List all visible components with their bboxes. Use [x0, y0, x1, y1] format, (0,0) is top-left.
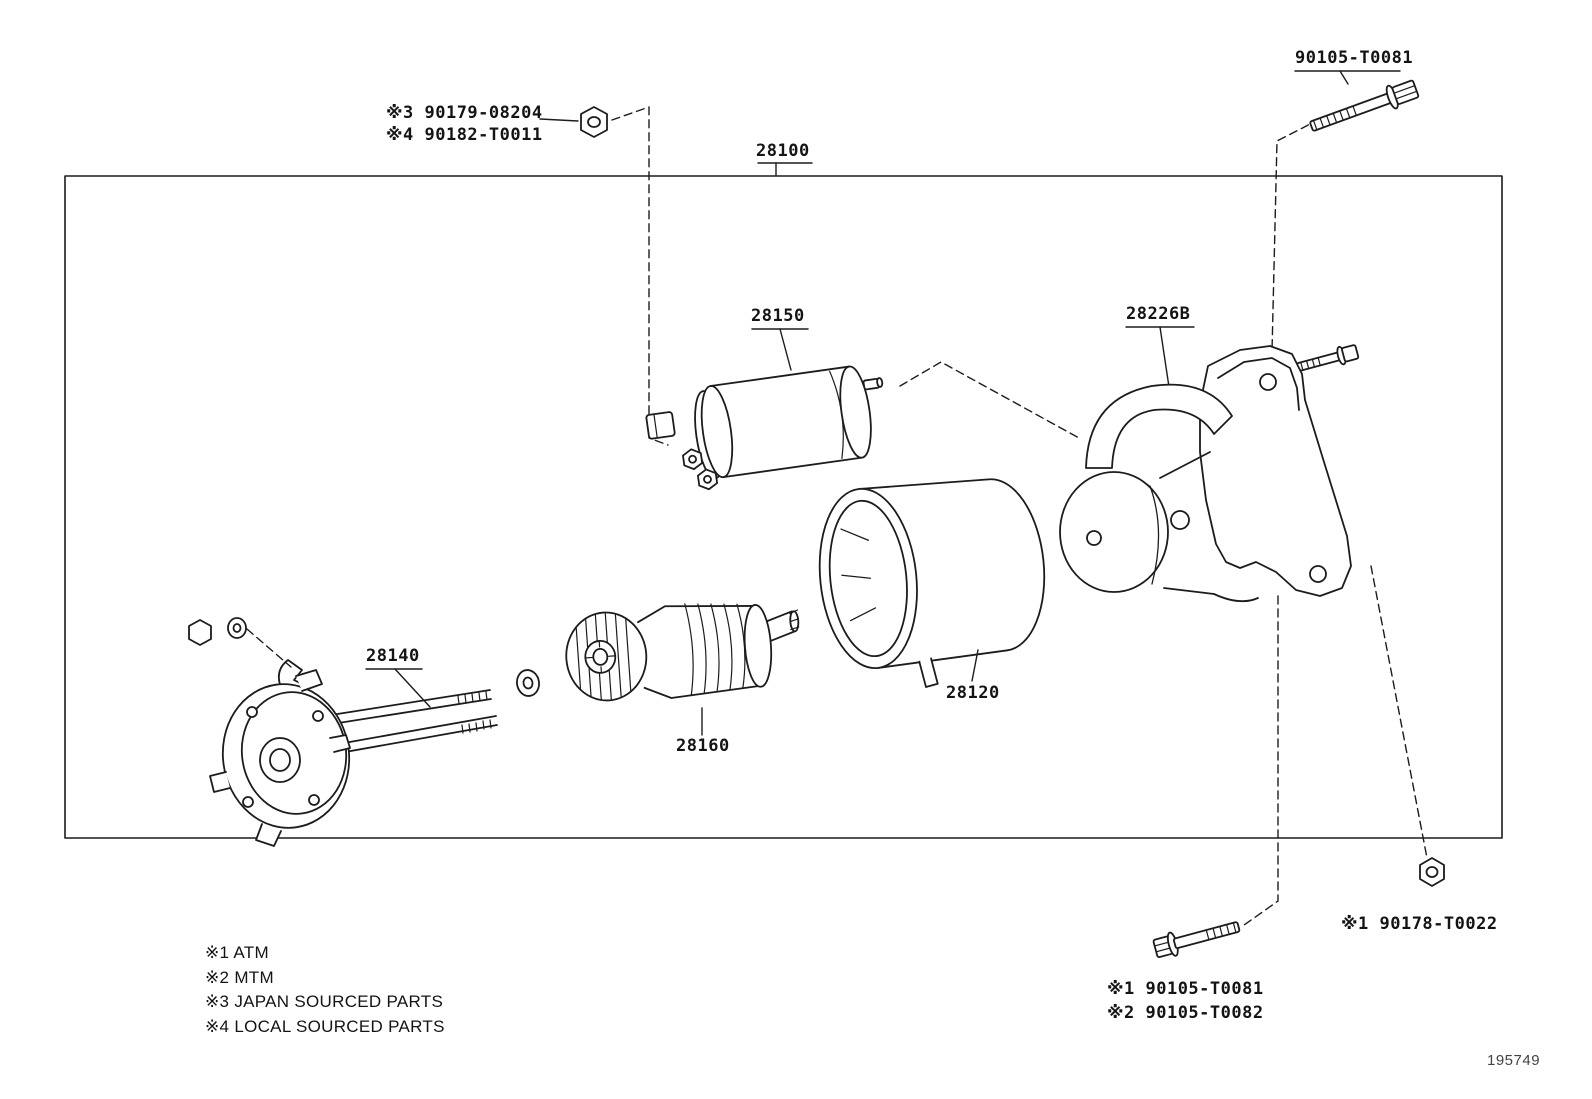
nut-washer-drawing — [188, 617, 247, 646]
label-through-bolt-28140: 28140 — [366, 646, 420, 666]
clutch-drawing — [565, 603, 800, 702]
label-clutch-28160: 28160 — [676, 736, 730, 756]
label-bolt-bottom-line1: ※1 90105-T0081 — [1107, 979, 1264, 999]
label-nut-bottom: ※1 90178-T0022 — [1341, 914, 1498, 934]
bolt-drawing-flange — [1295, 344, 1360, 372]
label-bolt-top: 90105-T0081 — [1295, 48, 1414, 68]
doc-number: 195749 — [1487, 1052, 1541, 1069]
legend-item-atm: ※1 ATM — [205, 943, 269, 962]
nut-drawing-bottom — [1419, 857, 1445, 887]
drive-housing-drawing — [1059, 345, 1352, 603]
washer-drawing — [516, 669, 540, 697]
legend-item-mtm: ※2 MTM — [205, 967, 274, 987]
bolt-drawing-top — [1309, 79, 1420, 132]
legend-item-local: ※4 LOCAL SOURCED PARTS — [205, 1016, 445, 1036]
end-frame-drawing — [209, 659, 498, 847]
nut-drawing-top — [580, 106, 608, 138]
label-yoke-28120: 28120 — [946, 683, 1000, 703]
legend-item-japan: ※3 JAPAN SOURCED PARTS — [205, 992, 444, 1011]
label-nut-top-line1: ※3 90179-08204 — [386, 103, 543, 123]
label-magnet-switch-28150: 28150 — [751, 306, 805, 326]
diagram-frame — [64, 175, 1503, 839]
solenoid-drawing — [645, 365, 884, 491]
label-nut-top-line2: ※4 90182-T0011 — [386, 125, 543, 145]
label-drive-housing-28226b: 28226B — [1126, 304, 1191, 324]
legend: ※1 ATM ※2 MTM ※3 JAPAN SOURCED PARTS ※4 … — [205, 941, 445, 1039]
label-assembly-28100: 28100 — [756, 141, 810, 161]
label-bolt-bottom-line2: ※2 90105-T0082 — [1107, 1003, 1264, 1023]
yoke-drawing — [818, 478, 1046, 688]
alignment-guides — [246, 106, 1428, 926]
bolt-drawing-bottom — [1152, 921, 1241, 959]
